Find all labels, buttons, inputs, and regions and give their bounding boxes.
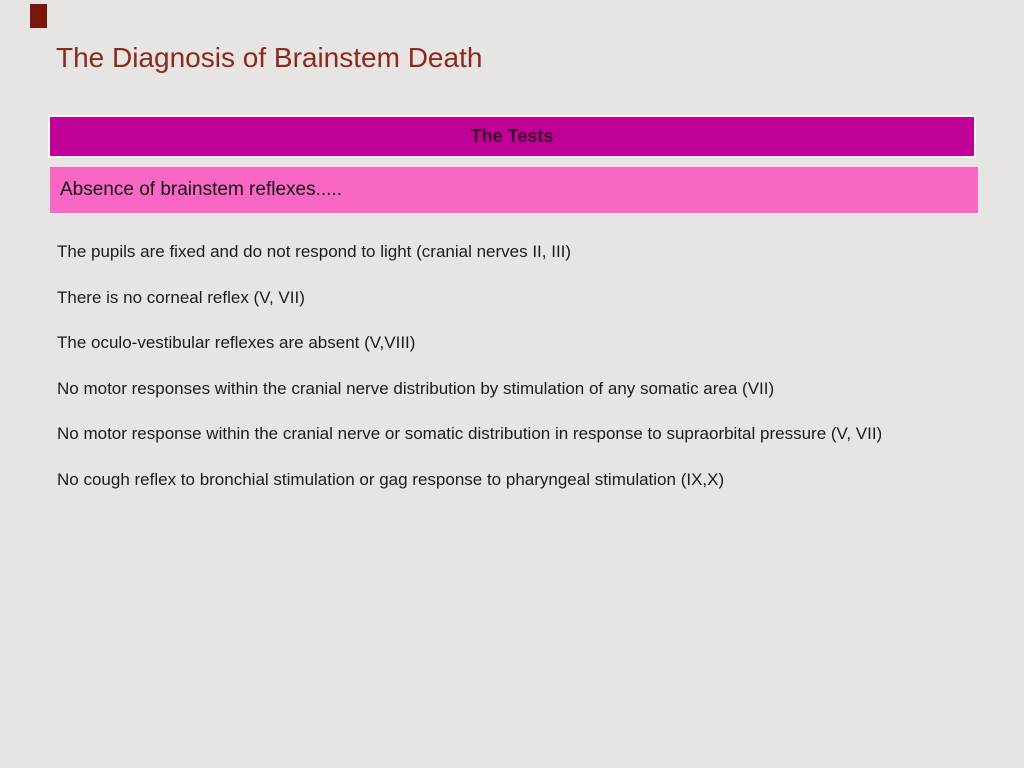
accent-rectangle: [30, 4, 47, 28]
body-line-corneal: There is no corneal reflex (V, VII): [57, 287, 305, 307]
slide-title: The Diagnosis of Brainstem Death: [56, 42, 483, 73]
tests-header-bar: The Tests: [48, 115, 976, 158]
tests-header-label: The Tests: [470, 126, 554, 146]
body-line-oculo-vestibular: The oculo-vestibular reflexes are absent…: [57, 333, 416, 353]
body-text-block: The pupils are fixed and do not respond …: [57, 229, 1004, 503]
body-line-supraorbital: No motor response within the cranial ner…: [57, 424, 883, 444]
body-line-cough-gag: No cough reflex to bronchial stimulation…: [57, 469, 725, 489]
body-line-motor-responses: No motor responses within the cranial ne…: [57, 378, 775, 398]
absence-subheader-bar: Absence of brainstem reflexes.....: [50, 167, 978, 213]
body-line-pupils: The pupils are fixed and do not respond …: [57, 242, 572, 261]
absence-subheader-label: Absence of brainstem reflexes.....: [60, 179, 342, 200]
